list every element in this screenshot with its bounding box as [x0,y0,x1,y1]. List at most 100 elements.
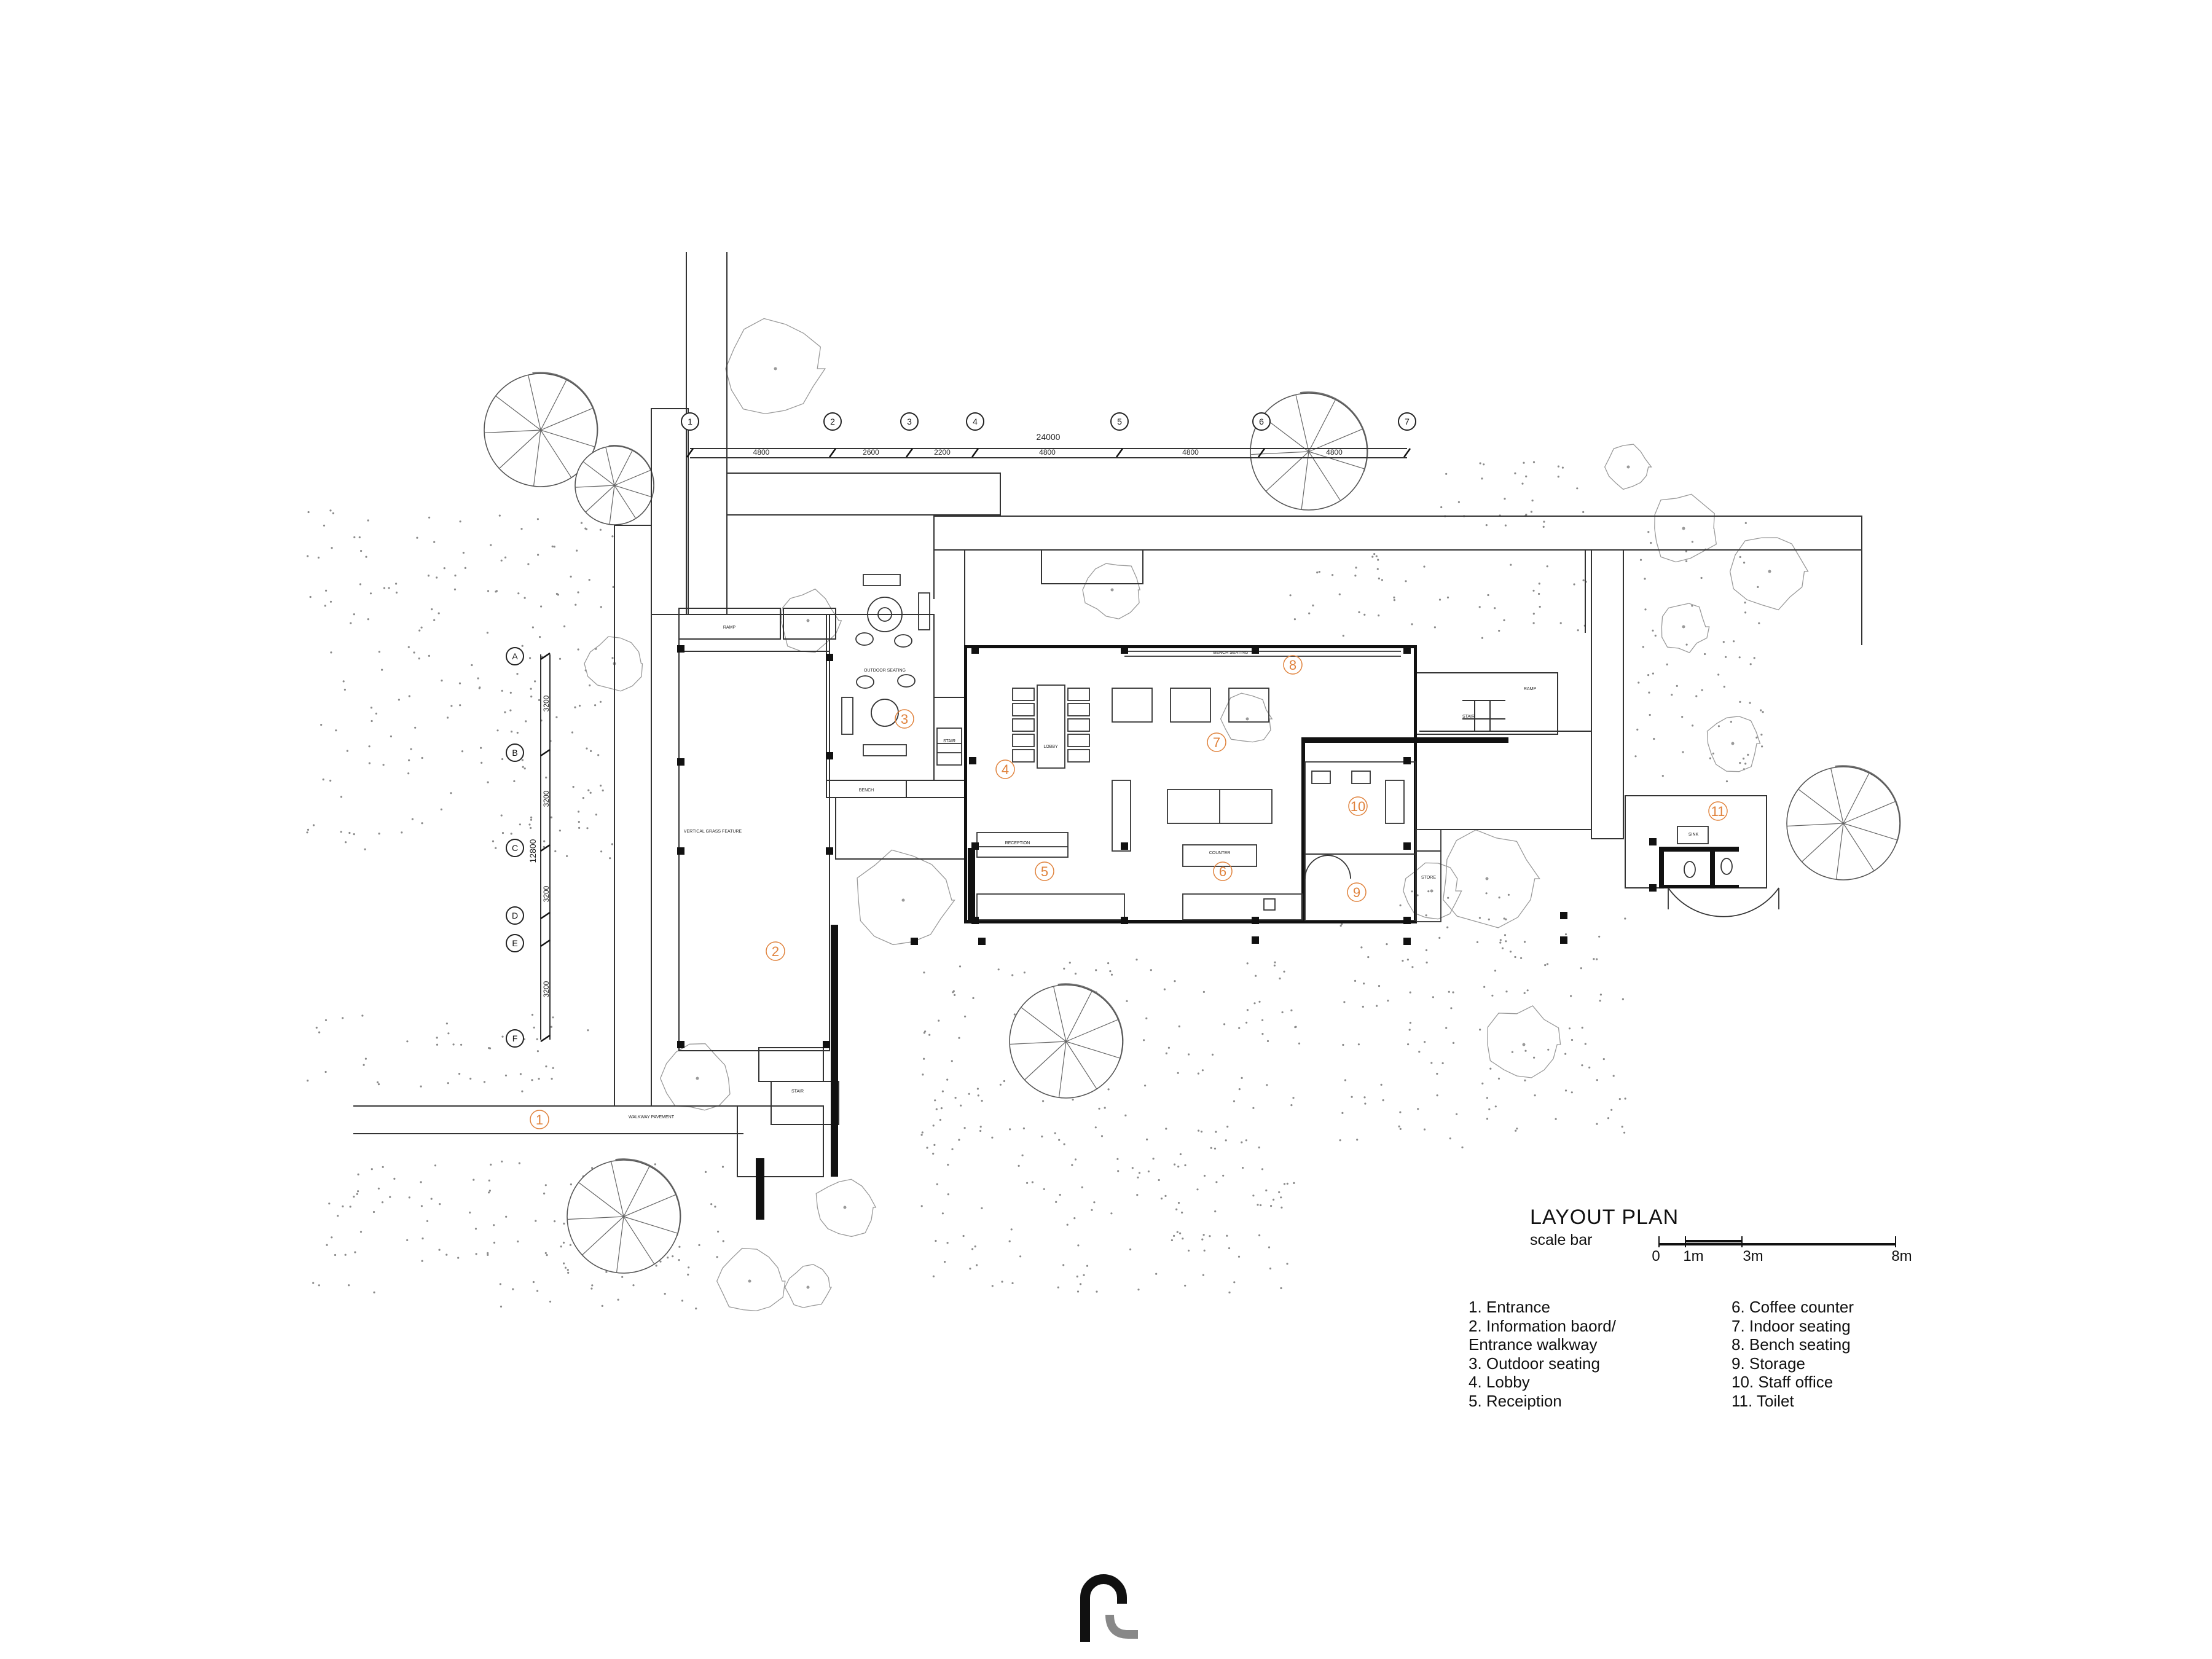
grid-row-bubble: B [506,743,551,762]
grid-column-bubble: 3 [900,412,919,458]
grid-row-markers: A B C D E F [506,647,551,1048]
shrub-icon [857,849,955,946]
room-number-2: 2 [766,941,785,961]
logo-icon [1080,1574,1138,1642]
svg-text:6: 6 [1259,417,1264,426]
label-vertical-feature: VERTICAL GRASS FEATURE [684,830,742,834]
svg-text:10: 10 [1351,799,1365,814]
svg-text:8: 8 [1289,657,1296,673]
shrub-icon [784,1264,833,1308]
grid-column-bubble: 7 [1398,412,1416,458]
shrub-icon [1729,537,1809,611]
shrub-icon [780,588,842,653]
shrub-icon [1654,493,1717,563]
room-number-3: 3 [895,709,914,729]
label-stair-right: STAIR [1462,715,1475,719]
grid-row-bubble: C [506,839,551,857]
grid-row-bubble: A [506,647,551,665]
scale-tick-8m: 8m [1891,1248,1912,1265]
room-number-5: 5 [1035,861,1054,881]
room-number-11: 11 [1708,801,1728,821]
label-lobby: LOBBY [1043,745,1058,749]
legend-item: 1. Entrance [1469,1298,1550,1316]
tree-icon [1009,983,1124,1099]
label-walkway: WALKWAY PAVEMENT [629,1115,675,1120]
plan-subtitle: scale bar [1530,1231,1593,1249]
tree-icon [1786,765,1901,880]
legend-item: 9. Storage [1732,1354,1805,1373]
shrub-icon [584,636,643,692]
shrub-icon [716,1247,786,1312]
legend-item: 8. Bench seating [1732,1335,1851,1354]
row-spacing: 3200 [542,695,551,712]
legend-left: 1. Entrance 2. Information baord/ Entran… [1469,1298,1616,1410]
svg-text:4: 4 [973,417,978,426]
svg-text:D: D [512,911,518,920]
svg-text:3: 3 [907,417,912,426]
legend-item: 5. Receiption [1469,1391,1562,1410]
room-labels: RAMP VERTICAL GRASS FEATURE OUTDOOR SEAT… [629,626,1699,1120]
legend-item: 11. Toilet [1732,1391,1794,1410]
label-reception: RECEPTION [1005,841,1030,845]
room-number-10: 10 [1348,796,1368,816]
svg-text:2: 2 [772,944,779,959]
svg-text:7: 7 [1405,417,1410,426]
legend-right: 6. Coffee counter 7. Indoor seating 8. B… [1732,1298,1854,1410]
row-total-dimension: 12800 [528,839,538,863]
shrub-icon [659,1043,731,1111]
svg-text:1: 1 [536,1112,543,1128]
label-stair-bottom: STAIR [791,1089,804,1094]
plan-title: LAYOUT PLAN [1530,1206,1679,1229]
shrub-icon [815,1179,877,1237]
label-stair-small: STAIR [943,739,955,743]
grid-row-bubble: E [506,934,551,952]
shrub-icon [1487,1005,1561,1078]
svg-text:B: B [512,748,517,758]
total-dimension: 24000 [1037,432,1061,442]
tree-icon [1250,391,1368,511]
legend-item: 6. Coffee counter [1732,1298,1854,1316]
grid-column-bubble: 4 [966,412,984,458]
svg-text:C: C [512,843,518,853]
scale-bar: 0 1m 3m 8m [1652,1236,1912,1265]
label-bench: BENCH [859,788,874,793]
label-outdoor-seating: OUTDOOR SEATING [864,669,906,673]
ground-texture [306,461,1764,1310]
svg-text:E: E [512,938,517,948]
row-spacing: 3200 [542,981,551,997]
column-spacing: 4800 [753,448,770,457]
shrub-icon [1220,692,1273,743]
shrub-icon [1661,603,1710,653]
column-spacing: 2600 [863,448,879,457]
svg-text:4: 4 [1002,762,1009,777]
column-spacing: 4800 [1182,448,1199,457]
legend-item: 10. Staff office [1732,1373,1834,1391]
svg-text:11: 11 [1711,804,1725,819]
tree-icon [575,445,655,525]
grid-row-bubble: F [506,1029,551,1048]
legend-item: 3. Outdoor seating [1469,1354,1600,1373]
label-bench-seating: BENCH SEATING [1214,651,1249,655]
svg-text:7: 7 [1213,735,1220,750]
room-number-7: 7 [1207,732,1226,752]
structural-columns [677,645,1657,1048]
shrub-icon [1604,444,1652,490]
room-number-6: 6 [1213,861,1233,881]
grid-column-bubble: 1 [681,412,699,458]
svg-text:F: F [512,1033,518,1043]
legend-item: 7. Indoor seating [1732,1316,1851,1335]
shrub-icon [1403,862,1462,920]
legend-item: 4. Lobby [1469,1373,1530,1391]
tree-icon [567,1158,681,1274]
svg-text:5: 5 [1117,417,1122,426]
label-ramp-right: RAMP [1524,687,1537,691]
legend-item: Entrance walkway [1469,1335,1598,1354]
shrub-icon [1706,716,1761,772]
room-number-1: 1 [530,1110,549,1129]
svg-text:A: A [512,651,518,661]
label-ramp-top: RAMP [723,626,736,630]
column-spacing: 2200 [934,448,951,457]
